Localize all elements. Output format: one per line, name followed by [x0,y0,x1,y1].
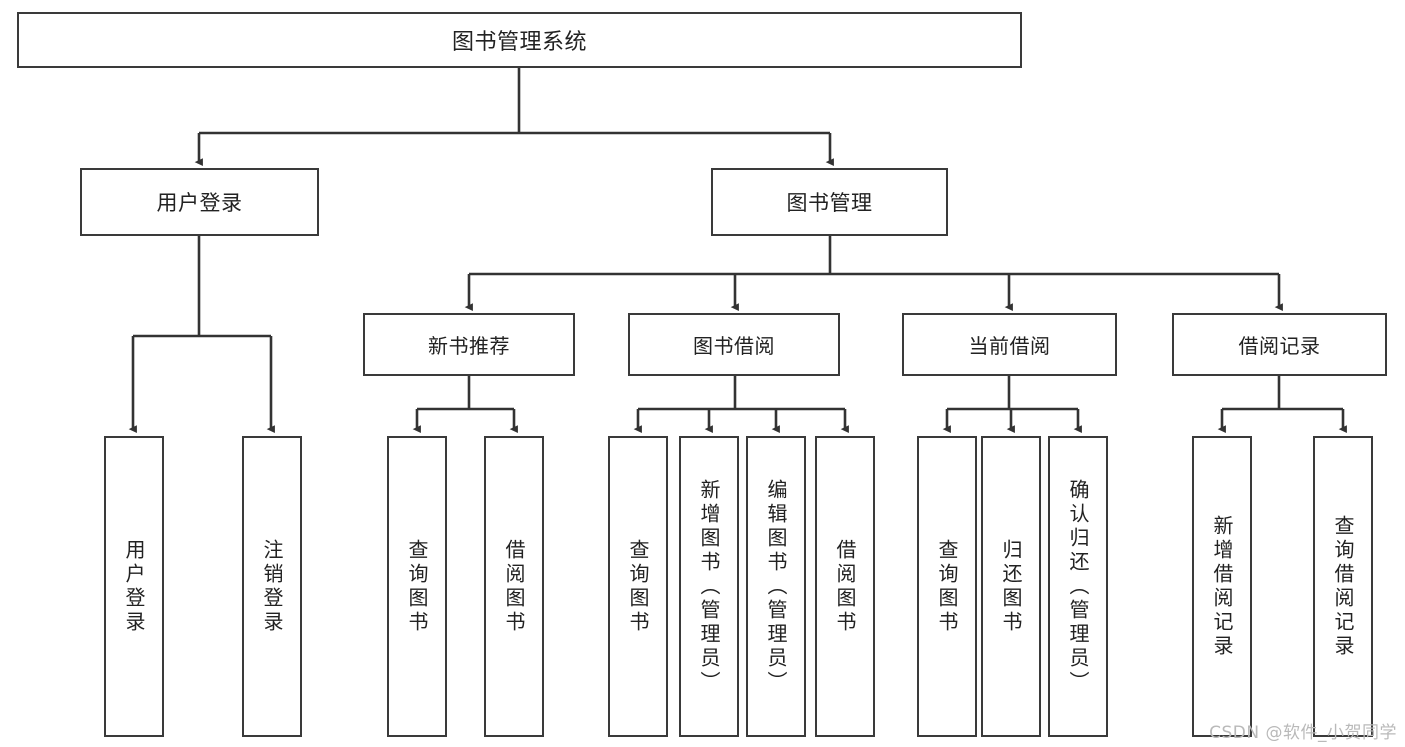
leaf-new-book-query[interactable]: 查询图书 [387,436,447,737]
leaf-label: 新增图书（管理员） [697,478,721,695]
node-new-book-recommend[interactable]: 新书推荐 [363,313,575,376]
leaf-borrow-record-add[interactable]: 新增借阅记录 [1192,436,1252,737]
leaf-book-borrow-borrow[interactable]: 借阅图书 [815,436,875,737]
leaf-label: 归还图书 [999,538,1023,635]
node-current-borrow-label: 当前借阅 [968,334,1051,358]
node-borrow-record[interactable]: 借阅记录 [1172,313,1387,376]
node-book-management[interactable]: 图书管理 [711,168,948,236]
leaf-label: 借阅图书 [833,538,857,635]
leaf-label: 新增借阅记录 [1210,514,1234,659]
leaf-user-login-signin[interactable]: 用户登录 [104,436,164,737]
node-user-login[interactable]: 用户登录 [80,168,319,236]
leaf-book-borrow-query[interactable]: 查询图书 [608,436,668,737]
node-borrow-record-label: 借阅记录 [1238,334,1321,358]
leaf-label: 查询借阅记录 [1331,514,1355,659]
leaf-book-borrow-add-admin[interactable]: 新增图书（管理员） [679,436,739,737]
leaf-borrow-record-query[interactable]: 查询借阅记录 [1313,436,1373,737]
node-new-book-recommend-label: 新书推荐 [428,334,510,358]
node-root-label: 图书管理系统 [451,30,587,55]
node-book-borrow[interactable]: 图书借阅 [628,313,840,376]
leaf-current-borrow-confirm-admin[interactable]: 确认归还（管理员） [1048,436,1108,737]
leaf-label: 借阅图书 [502,538,526,635]
node-current-borrow[interactable]: 当前借阅 [902,313,1117,376]
leaf-current-borrow-return[interactable]: 归还图书 [981,436,1041,737]
leaf-label: 确认归还（管理员） [1066,478,1090,695]
leaf-label: 查询图书 [626,538,650,635]
node-root-system[interactable]: 图书管理系统 [17,12,1022,68]
node-book-management-label: 图书管理 [786,191,873,215]
node-book-borrow-label: 图书借阅 [693,334,775,358]
leaf-book-borrow-edit-admin[interactable]: 编辑图书（管理员） [746,436,806,737]
leaf-label: 用户登录 [122,538,146,635]
leaf-new-book-borrow[interactable]: 借阅图书 [484,436,544,737]
leaf-current-borrow-query[interactable]: 查询图书 [917,436,977,737]
leaf-label: 编辑图书（管理员） [764,478,788,695]
leaf-user-login-signout[interactable]: 注销登录 [242,436,302,737]
leaf-label: 查询图书 [935,538,959,635]
leaf-label: 注销登录 [260,538,284,635]
leaf-label: 查询图书 [405,538,429,635]
node-user-login-label: 用户登录 [156,191,243,215]
